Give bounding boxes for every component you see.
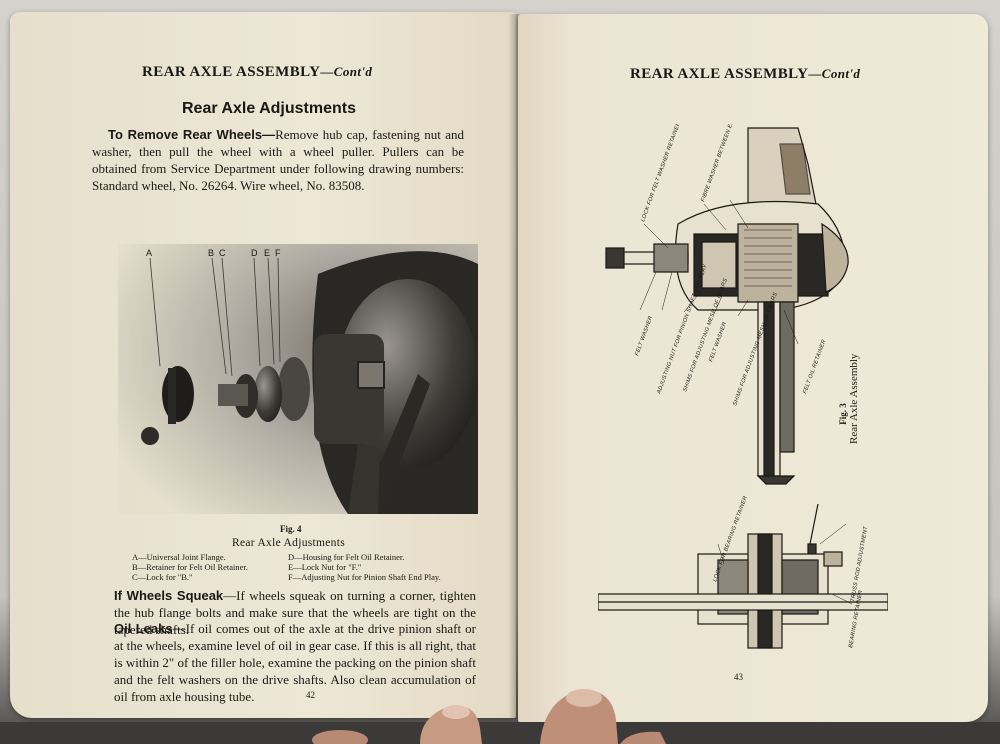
- legend-col-1: A—Universal Joint Flange. B—Retainer for…: [132, 552, 248, 582]
- photo-letter-b: B: [208, 248, 214, 258]
- oil-leaks-paragraph: Oil Leaks—If oil comes out of the axle a…: [114, 620, 476, 705]
- legend-item-b: B—Retainer for Felt Oil Retainer.: [132, 562, 248, 572]
- squeak-lead: If Wheels Squeak: [114, 588, 224, 603]
- fig3-drawing: LOCK FOR FELT WASHER RETAINER FIBRE WASH…: [598, 124, 888, 649]
- running-head-text: REAR AXLE ASSEMBLY: [142, 64, 321, 80]
- photo-letter-a: A: [146, 248, 152, 258]
- fig3-number: Fig. 3: [838, 403, 848, 425]
- legend-item-a: A—Universal Joint Flange.: [132, 552, 226, 562]
- right-page: REAR AXLE ASSEMBLY—Cont'd: [518, 14, 988, 722]
- legend-item-c: C—Lock for "B.": [132, 572, 193, 582]
- right-page-number: 43: [734, 672, 743, 682]
- left-running-head: REAR AXLE ASSEMBLY—Cont'd: [142, 64, 372, 81]
- photo-letter-d: D: [251, 248, 258, 258]
- legend-item-f: F—Adjusting Nut for Pinion Shaft End Pla…: [288, 572, 441, 582]
- photo-letter-c: C: [219, 248, 226, 258]
- label-felt-oil-retainer: FELT OIL RETAINER: [802, 339, 827, 395]
- fig4-title: Rear Axle Adjustments: [232, 537, 345, 549]
- section-title: Rear Axle Adjustments: [182, 100, 356, 117]
- label-felt-washer-1: FELT WASHER: [634, 315, 654, 356]
- legend-col-2: D—Housing for Felt Oil Retainer. E—Lock …: [288, 552, 441, 582]
- fig3-title: Rear Axle Assembly: [848, 353, 860, 444]
- remove-wheels-paragraph: To Remove Rear Wheels—Remove hub cap, fa…: [92, 126, 464, 194]
- running-head-contd: —Cont'd: [808, 66, 861, 81]
- legend-item-d: D—Housing for Felt Oil Retainer.: [288, 552, 405, 562]
- right-running-head: REAR AXLE ASSEMBLY—Cont'd: [630, 66, 860, 83]
- running-head-text: REAR AXLE ASSEMBLY: [630, 66, 809, 82]
- label-lock-felt: LOCK FOR FELT WASHER RETAINER: [640, 124, 682, 223]
- thumb-fingers: [312, 689, 666, 744]
- remove-wheels-text: Remove hub cap, fastening nut and washer…: [92, 127, 464, 193]
- oil-leaks-lead: Oil Leaks: [114, 621, 173, 636]
- running-head-contd: —Cont'd: [320, 64, 373, 79]
- photo-letter-f: F: [275, 248, 281, 258]
- squeak-paragraph: If Wheels Squeak—If wheels squeak on tur…: [114, 587, 476, 638]
- fig3-caption: Fig. 3 Rear Axle Assembly: [838, 353, 958, 444]
- left-page: REAR AXLE ASSEMBLY—Cont'd Rear Axle Adju…: [10, 12, 516, 718]
- oil-leaks-text: —If oil comes out of the axle at the dri…: [114, 621, 477, 704]
- left-page-number: 42: [306, 690, 315, 700]
- squeak-text: —If wheels squeak on turning a corner, t…: [114, 588, 476, 637]
- remove-wheels-lead: To Remove Rear Wheels—: [108, 127, 276, 142]
- legend-item-e: E—Lock Nut for "F.": [288, 562, 362, 572]
- photo-letter-e: E: [264, 248, 270, 258]
- fig4-photo: A B C D E F: [118, 244, 478, 514]
- desk-edge: [0, 722, 1000, 744]
- fig4-number: Fig. 4: [280, 524, 302, 534]
